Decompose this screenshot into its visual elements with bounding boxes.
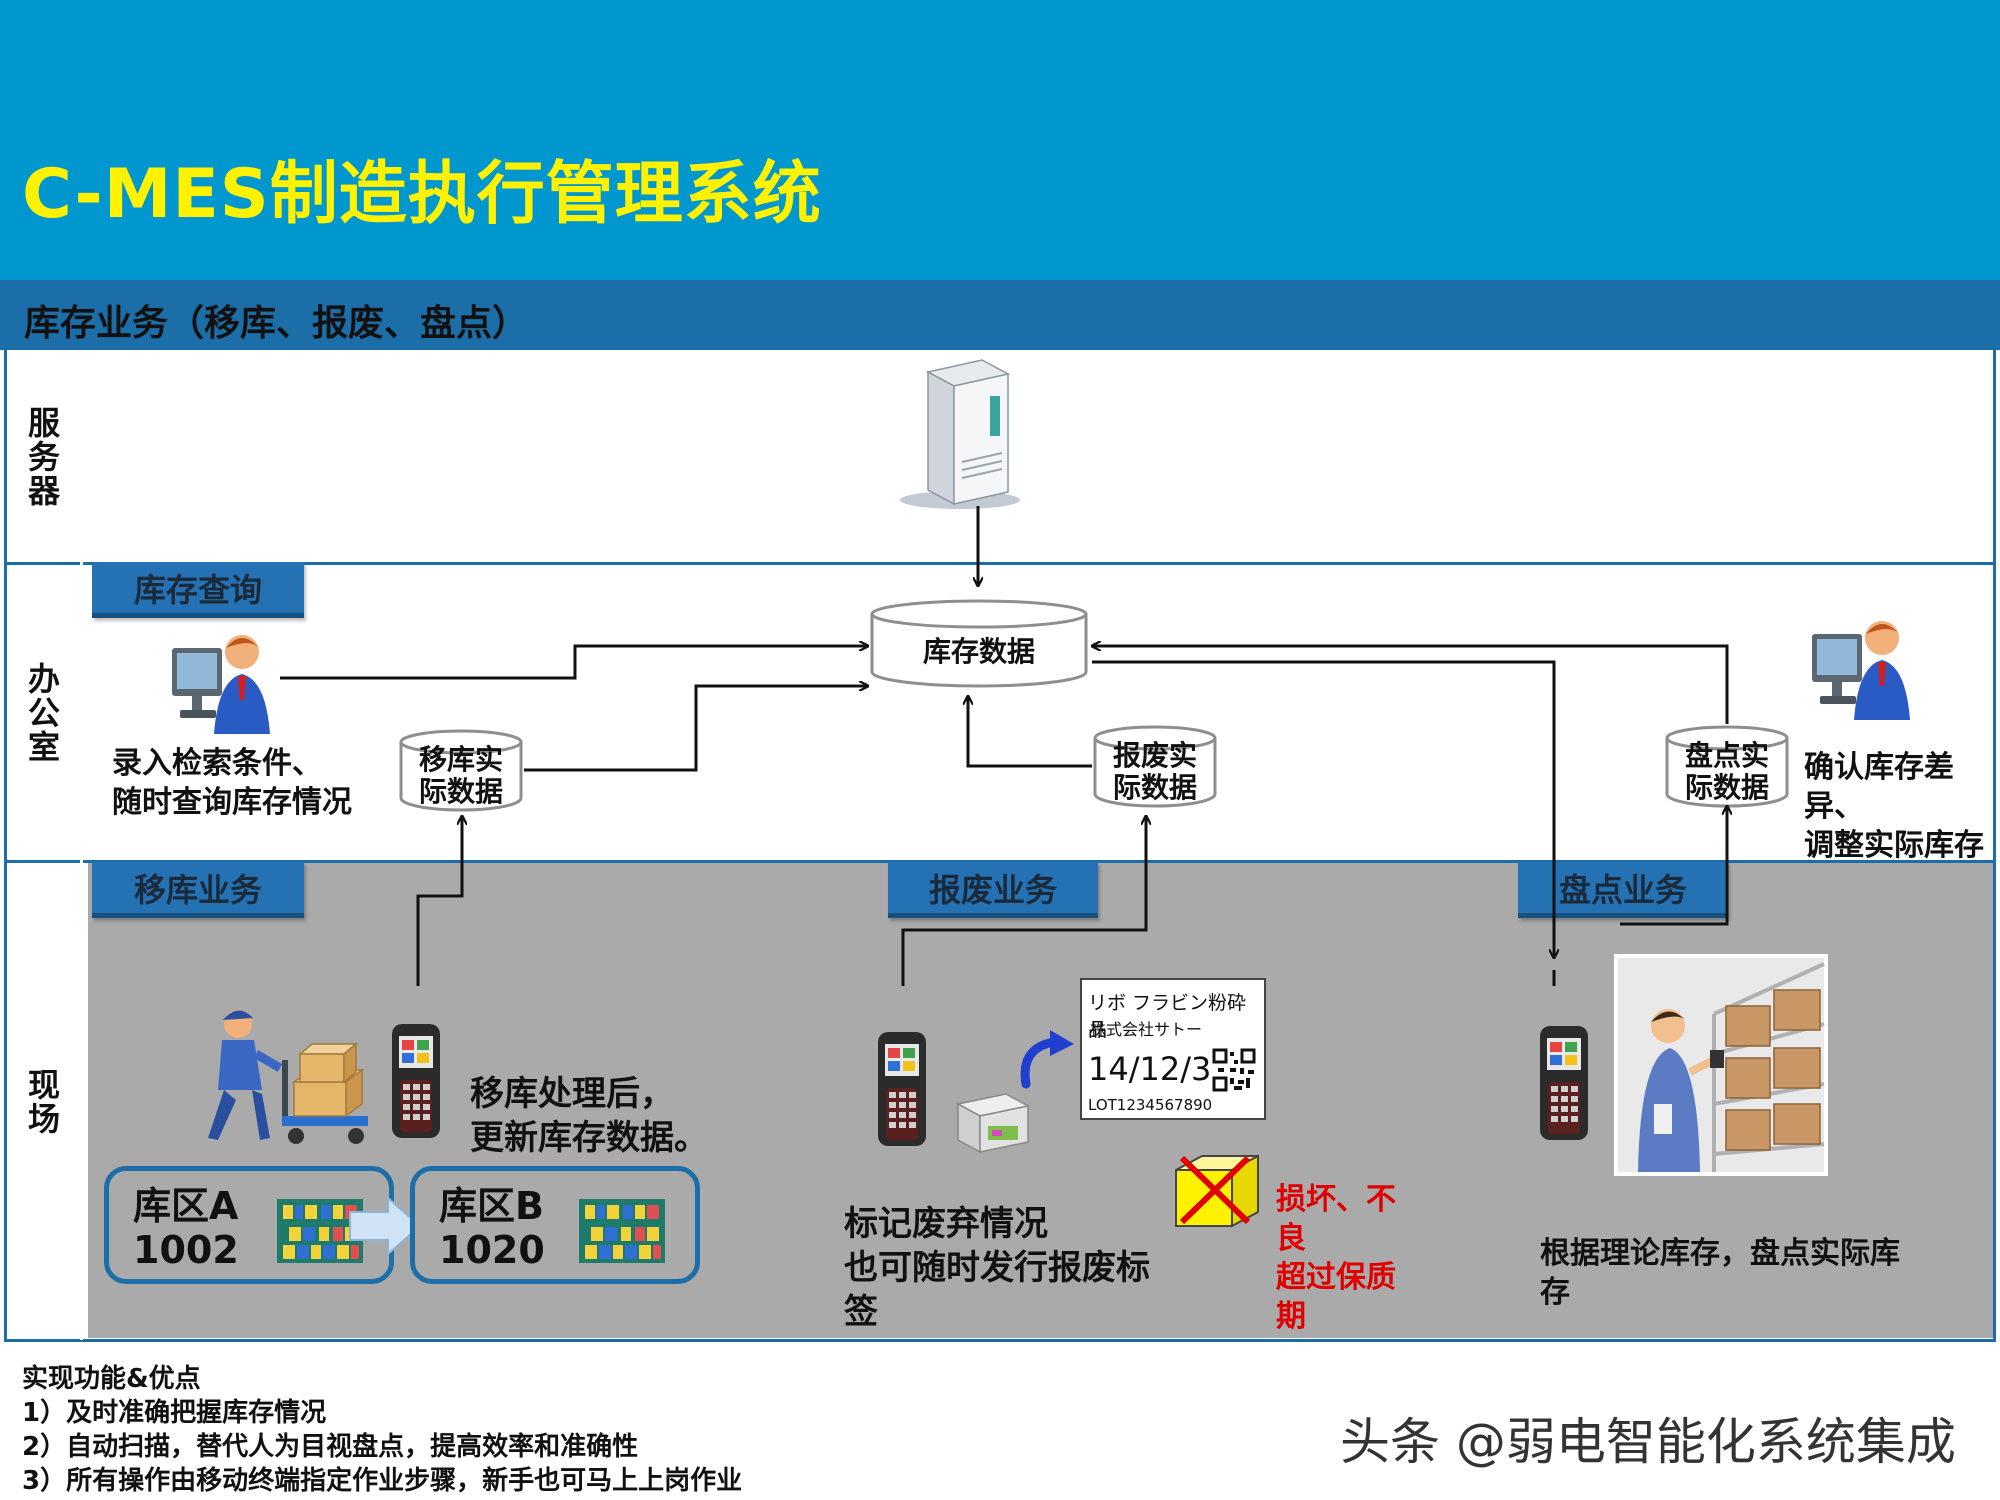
label-line2: 株式会社サトー [1090, 1020, 1203, 1039]
database-inventory-label: 库存数据 [922, 635, 1035, 668]
stocktake-photo-icon [1614, 954, 1828, 1176]
label-printer-icon [955, 1093, 1031, 1154]
zone-a-code: 1002 [133, 1227, 239, 1272]
section-bar: 库存业务（移库、报废、盘点） [0, 280, 2000, 350]
office-worker-icon [1812, 621, 1910, 720]
row-label-server: 服务器 [23, 406, 61, 508]
query-description: 录入检索条件、 随时查询库存情况 [112, 746, 352, 820]
tag-scrap: 报废业务 [888, 862, 1098, 918]
label-column-divider [80, 352, 83, 1340]
zone-box-b: 库区B 1020 [410, 1166, 700, 1284]
scrap-label-sticker: リボ フラビン粉砕品 株式会社サトー 14/12/31 LOT123456789… [1080, 978, 1266, 1120]
zone-b-name: 库区B [439, 1184, 544, 1228]
database-stocktake-actual-line2: 际数据 [1684, 771, 1769, 805]
footer-item-2: 2）自动扫描，替代人为目视盘点，提高效率和准确性 [22, 1432, 639, 1462]
server-icon [900, 359, 1020, 509]
arrow-right-icon [349, 1196, 422, 1256]
database-transfer-actual-line1: 移库实 [418, 743, 503, 776]
footer-item-3: 3）所有操作由移动终端指定作业步骤，新手也可马上上岗作业 [22, 1466, 743, 1496]
label-line1: リボ フラビン粉砕品 [1088, 992, 1247, 1041]
handheld-terminal-icon [1540, 1026, 1588, 1140]
scrap-reasons: 损坏、不 良 超过保质 期 [1276, 1182, 1396, 1334]
database-scrap-actual-line1: 报废实 [1112, 739, 1197, 772]
row-label-field: 现场 [23, 1067, 61, 1136]
footer-item-1: 1）及时准确把握库存情况 [22, 1398, 327, 1428]
tag-transfer: 移库业务 [92, 862, 304, 918]
row-divider-server [4, 562, 1996, 565]
tag-inventory-query: 库存查询 [92, 562, 304, 618]
tag-stocktake: 盘点业务 [1518, 862, 1728, 918]
office-worker-icon [172, 635, 270, 734]
qr-code-icon [1212, 1048, 1256, 1092]
label-lot: LOT1234567890 [1088, 1096, 1213, 1114]
shelf-icon [579, 1199, 665, 1263]
zone-a-name: 库区A [133, 1184, 239, 1228]
database-inventory: 库存数据 [868, 598, 1090, 690]
watermark: 头条 @弱电智能化系统集成 [1340, 1413, 1956, 1471]
shelf-icon [277, 1199, 363, 1263]
page-title: C-MES制造执行管理系统 [22, 155, 822, 234]
section-title: 库存业务（移库、报废、盘点） [24, 303, 529, 344]
confirm-description: 确认库存差异、 调整实际库存 [1804, 750, 1984, 863]
zone-box-a: 库区A 1002 [104, 1166, 394, 1284]
warehouse-worker-icon [208, 1010, 368, 1144]
transfer-description: 移库处理后， 更新库存数据。 [470, 1074, 708, 1159]
database-scrap-actual-line2: 际数据 [1112, 771, 1197, 805]
scrap-description: 标记废弃情况 也可随时发行报废标 签 [844, 1204, 1150, 1333]
stocktake-description: 根据理论库存，盘点实际库 存 [1540, 1236, 1900, 1310]
footer-title: 实现功能&优点 [22, 1364, 201, 1394]
row-label-office: 办公室 [23, 661, 61, 764]
database-transfer-actual-line2: 际数据 [418, 775, 503, 809]
handheld-terminal-icon [392, 1024, 440, 1138]
reject-box-icon [1175, 1154, 1259, 1228]
rotate-arrow-icon [1020, 1030, 1074, 1089]
zone-b-code: 1020 [439, 1227, 545, 1272]
database-stocktake-actual: 盘点实 际数据 [1664, 724, 1790, 810]
handheld-terminal-icon [878, 1032, 926, 1146]
header-band [0, 0, 2000, 280]
label-date: 14/12/31 [1088, 1050, 1232, 1088]
database-scrap-actual: 报废实 际数据 [1092, 724, 1218, 810]
database-stocktake-actual-line1: 盘点实 [1684, 739, 1769, 772]
database-transfer-actual: 移库实 际数据 [398, 728, 524, 814]
